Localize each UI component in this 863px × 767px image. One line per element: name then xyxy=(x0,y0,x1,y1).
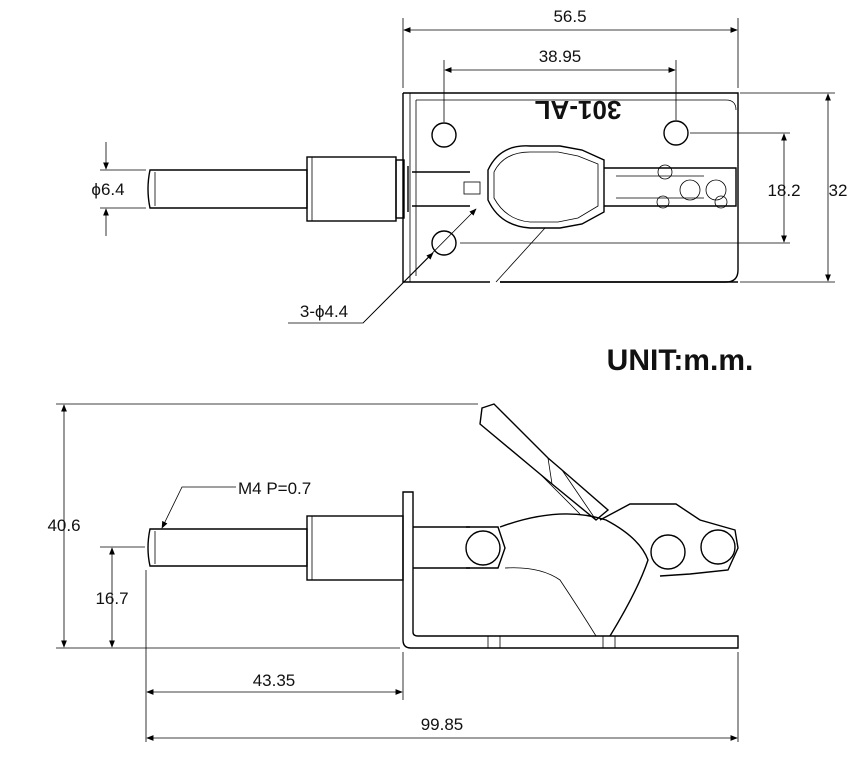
dim-overall-length: 99.85 xyxy=(421,715,464,734)
mounting-hole xyxy=(431,230,457,256)
mounting-hole xyxy=(431,122,457,148)
dim-hole-spacing: 38.95 xyxy=(539,47,582,66)
plunger xyxy=(147,156,470,222)
side-base-plate xyxy=(402,491,739,649)
dim-hole-vertical-spacing: 18.2 xyxy=(767,181,800,200)
unit-label: UNIT:m.m. xyxy=(607,344,754,377)
dim-overall-width: 56.5 xyxy=(553,7,586,26)
dim-mounting-holes: 3-ϕ4.4 xyxy=(300,302,348,321)
dim-plunger-height: 16.7 xyxy=(95,589,128,608)
base-plate xyxy=(402,92,739,283)
mounting-hole xyxy=(663,120,689,146)
side-view: 40.6 16.7 43.35 99.85 M4 P=0.7 xyxy=(47,403,739,742)
dim-overall-height: 40.6 xyxy=(47,516,80,535)
model-mark: 301-AL xyxy=(535,95,622,125)
dim-stroke-length: 43.35 xyxy=(253,671,296,690)
dim-plunger-diameter: ϕ6.4 xyxy=(91,180,124,199)
side-plunger xyxy=(147,515,506,581)
clamp-head xyxy=(463,145,737,229)
side-clamp-body xyxy=(479,403,739,637)
dim-base-height: 32 xyxy=(829,181,848,200)
top-view: 301-AL xyxy=(91,7,848,324)
dim-thread: M4 P=0.7 xyxy=(238,479,311,498)
